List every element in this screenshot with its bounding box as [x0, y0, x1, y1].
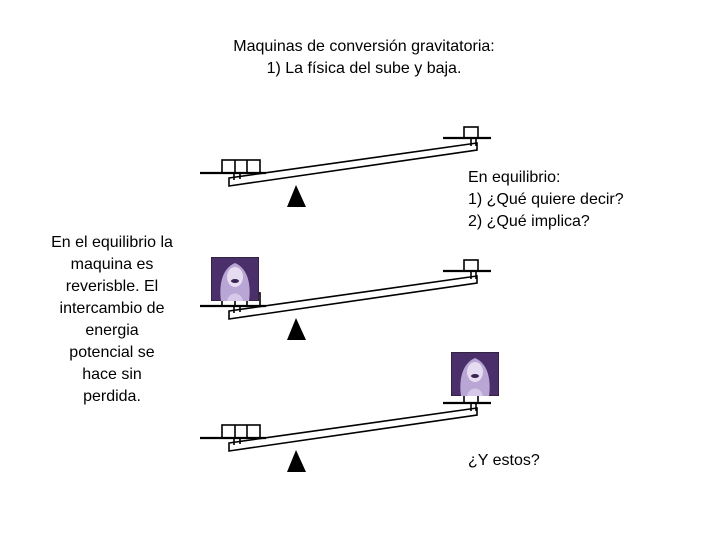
note-line: En el equilibrio la — [51, 234, 173, 251]
closing-question: ¿Y estos? — [468, 452, 540, 469]
note-line: perdida. — [83, 388, 141, 405]
equilibrium-note: En el equilibrio la maquina es reverisbl… — [22, 232, 202, 408]
note-line: intercambio de — [59, 300, 165, 317]
note-line: potencial se — [69, 344, 155, 361]
question-2: 2) ¿Qué implica? — [468, 213, 590, 230]
questions-heading: En equilibrio: — [468, 169, 561, 186]
person-portrait-icon — [210, 256, 260, 302]
title-line-1: Maquinas de conversión gravitatoria: — [233, 38, 495, 55]
note-line: hace sin — [82, 366, 142, 383]
title-line-2: 1) La física del sube y baja. — [266, 60, 462, 77]
question-1: 1) ¿Qué quiere decir? — [468, 191, 624, 208]
page-title: Maquinas de conversión gravitatoria: 1) … — [0, 36, 720, 80]
note-line: maquina es — [70, 256, 154, 273]
equilibrium-questions: En equilibrio: 1) ¿Qué quiere decir? 2) … — [468, 167, 624, 233]
note-line: reverisble. El — [65, 278, 159, 295]
seesaw-3 — [198, 390, 493, 474]
person-portrait-icon — [450, 351, 500, 397]
note-line: energia — [85, 322, 139, 339]
seesaw-1 — [198, 125, 493, 209]
